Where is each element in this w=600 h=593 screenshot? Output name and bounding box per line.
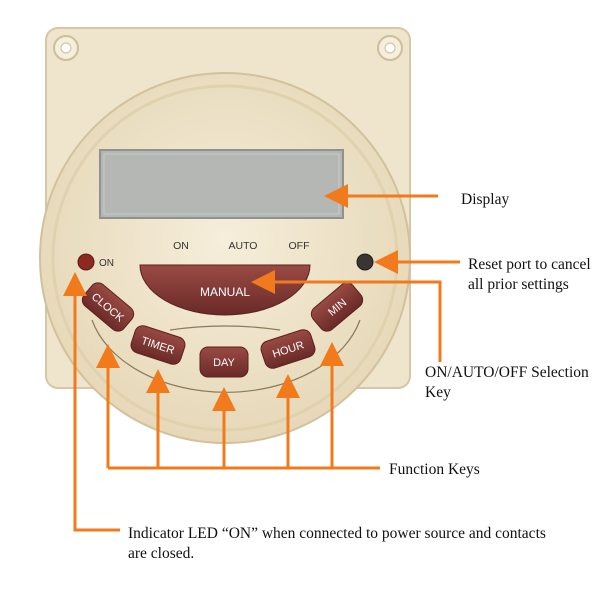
lcd-display — [99, 149, 344, 219]
manual-key-label: MANUAL — [200, 285, 250, 299]
day-key-label: DAY — [213, 357, 235, 369]
function-keys-callout: Function Keys — [389, 461, 480, 478]
hour-key[interactable]: HOUR — [259, 328, 317, 371]
indicator-led — [77, 253, 95, 271]
display-callout: Display — [461, 191, 510, 208]
mounting-hole — [53, 35, 79, 61]
led-label: ON — [99, 258, 114, 269]
reset-port[interactable] — [356, 253, 374, 271]
timer-key[interactable]: TIMER — [129, 324, 187, 367]
key-group-arc — [169, 325, 281, 331]
dial-outer-ring — [39, 72, 411, 444]
selection-key-arrow — [251, 270, 442, 362]
led-arrow — [63, 272, 120, 532]
mounting-hole — [377, 35, 403, 61]
indicator-led-callout: Indicator LED “ON” when connected to pow… — [128, 525, 546, 562]
day-key[interactable]: DAY — [199, 346, 249, 378]
reset-port-callout: Reset port to cancel all prior settings — [468, 256, 591, 293]
mode-label-off: OFF — [289, 240, 310, 252]
mode-label-on: ON — [173, 240, 189, 252]
selection-key-callout: ON/AUTO/OFF Selection Key — [425, 364, 589, 401]
mode-label-auto: AUTO — [229, 240, 258, 252]
min-key[interactable]: MIN — [308, 280, 366, 335]
